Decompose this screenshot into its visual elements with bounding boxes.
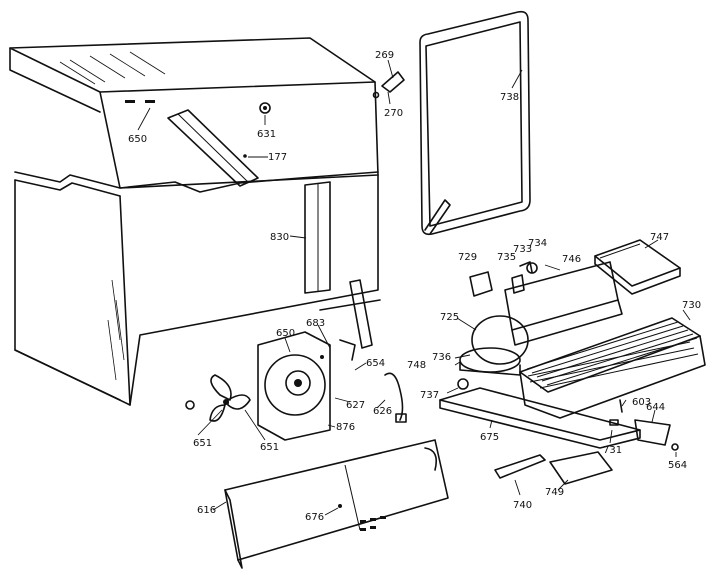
callout-876: 876	[336, 422, 355, 433]
wire-harness	[384, 372, 407, 423]
callout-740: 740	[513, 500, 532, 511]
callout-734: 734	[528, 238, 547, 249]
fan-bracket	[257, 331, 356, 441]
drip-tray	[594, 239, 681, 295]
leader-lines	[137, 59, 691, 516]
callout-616: 616	[197, 505, 216, 516]
callout-748: 748	[407, 360, 426, 371]
relay-components	[469, 261, 538, 297]
callout-736: 736	[432, 352, 451, 363]
callout-626: 626	[373, 406, 392, 417]
callout-631: 631	[257, 129, 276, 140]
callout-683: 683	[306, 318, 325, 329]
callout-738: 738	[500, 92, 519, 103]
callout-746: 746	[562, 254, 581, 265]
condenser-coil	[519, 317, 706, 419]
cabinet-assembly	[9, 37, 405, 406]
callout-627: 627	[346, 400, 365, 411]
callout-737: 737	[420, 390, 439, 401]
access-panel	[224, 439, 449, 569]
callout-269: 269	[375, 50, 394, 61]
callout-651-right: 651	[260, 442, 279, 453]
base-plate	[439, 378, 641, 449]
callout-735: 735	[497, 252, 516, 263]
callout-731: 731	[603, 445, 622, 456]
callout-603: 603	[632, 397, 651, 408]
door-gasket	[419, 10, 531, 236]
callout-564: 564	[668, 460, 687, 471]
callout-651-left: 651	[193, 438, 212, 449]
callout-labels: 269 270 738 650 631 177 830 747 729 735 …	[128, 50, 701, 523]
callout-730: 730	[682, 300, 701, 311]
callout-729: 729	[458, 252, 477, 263]
callout-654: 654	[366, 358, 385, 369]
callout-747: 747	[650, 232, 669, 243]
callout-270: 270	[384, 108, 403, 119]
callout-725: 725	[440, 312, 459, 323]
fan-blade	[185, 374, 251, 422]
callout-749: 749	[545, 487, 564, 498]
misc-parts	[494, 399, 679, 485]
callout-650-top: 650	[128, 134, 147, 145]
callout-733: 733	[513, 244, 532, 255]
callout-830: 830	[270, 232, 289, 243]
callout-177: 177	[268, 152, 287, 163]
callout-650-fan: 650	[276, 328, 295, 339]
callout-644: 644	[646, 402, 665, 413]
compressor	[459, 315, 529, 376]
callout-676: 676	[305, 512, 324, 523]
callout-675: 675	[480, 432, 499, 443]
